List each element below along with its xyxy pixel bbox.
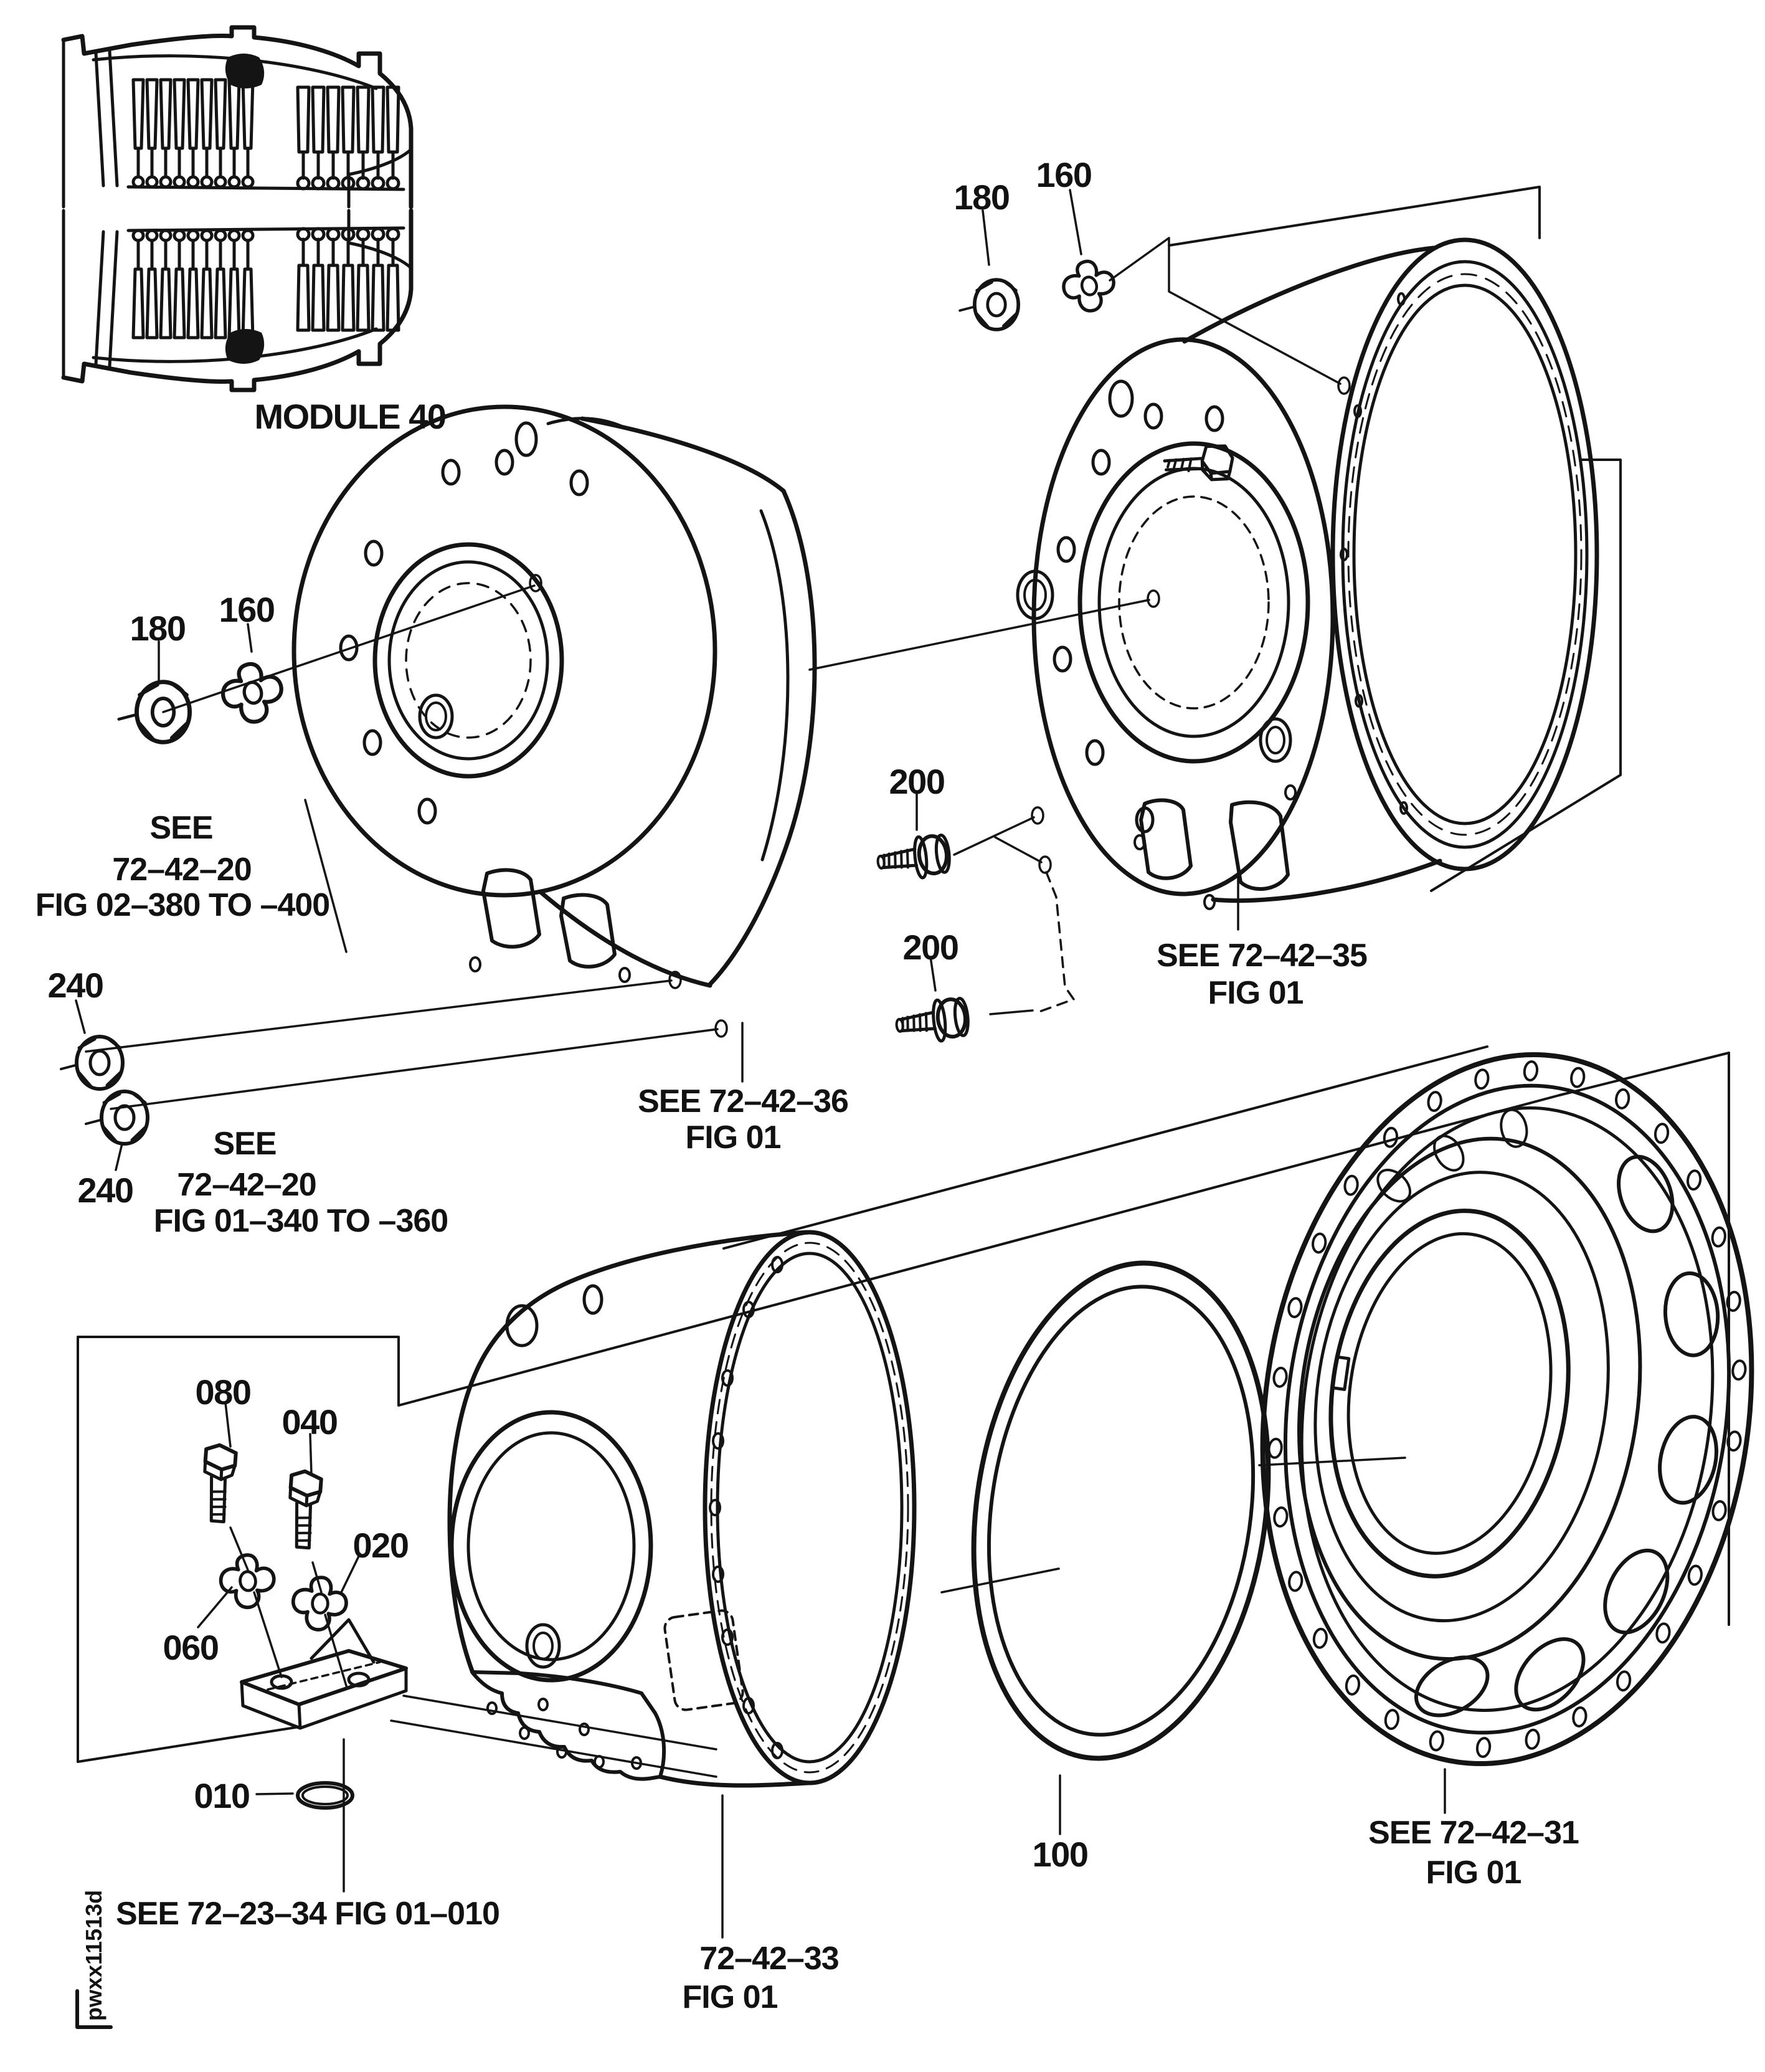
ref-72-42-20-fig02-fig: FIG 02–380 TO –400	[35, 887, 330, 923]
callout-060: 060	[163, 1628, 219, 1667]
bracket-assembly	[240, 1618, 408, 1730]
ref-72-42-20-fig02-num: 72–42–20	[112, 852, 252, 888]
flange-stud-bolt	[1163, 444, 1234, 482]
ref-72-42-20-fig01-see: SEE	[213, 1126, 277, 1162]
callout-020: 020	[353, 1526, 409, 1565]
washer-160-left	[218, 658, 287, 727]
ref-72-42-20-fig01-num: 72–42–20	[177, 1167, 316, 1203]
figure-boundary-lines	[77, 186, 1730, 1763]
case-72-42-33	[447, 1230, 917, 1788]
callout-240-lower: 240	[77, 1171, 134, 1210]
ref-72-42-36: SEE 72–42–36	[638, 1083, 849, 1119]
bolt-080	[194, 1443, 238, 1523]
ref-72-42-35-fig: FIG 01	[1208, 975, 1304, 1011]
washer-160-top	[1059, 257, 1119, 315]
corner-mark	[75, 1989, 113, 2029]
bolt-200-lower	[894, 997, 970, 1046]
nut-180-left	[119, 682, 190, 743]
seal-ring-100	[971, 1260, 1271, 1761]
ref-72-42-20-fig01-fig: FIG 01–340 TO –360	[153, 1203, 448, 1239]
nut-180-top	[960, 280, 1018, 330]
module-label: MODULE 40	[254, 397, 447, 436]
ref-72-42-31: SEE 72–42–31	[1368, 1815, 1579, 1851]
ref-72-42-31-fig: FIG 01	[1426, 1855, 1522, 1891]
callout-040: 040	[282, 1402, 338, 1442]
callout-160-top: 160	[1036, 155, 1092, 194]
case-72-42-36	[291, 404, 817, 988]
callout-200-upper: 200	[889, 762, 945, 801]
bolt-040	[280, 1469, 323, 1549]
ref-72-23-34: SEE 72–23–34 FIG 01–010	[116, 1896, 500, 1932]
callout-180-top: 180	[953, 178, 1010, 217]
ref-72-42-33: 72–42–33	[699, 1941, 839, 1977]
engine-cross-section-icon	[64, 27, 411, 390]
callout-200-lower: 200	[902, 928, 959, 967]
callout-080: 080	[195, 1372, 252, 1412]
ref-72-42-33-fig: FIG 01	[682, 1979, 778, 2015]
bolt-200-upper	[876, 834, 951, 883]
case-72-42-31	[1260, 1052, 1754, 1767]
callout-240-upper: 240	[47, 966, 104, 1005]
ref-72-42-36-fig: FIG 01	[685, 1119, 782, 1156]
callout-180-left: 180	[130, 609, 186, 648]
ref-72-42-35: SEE 72–42–35	[1157, 938, 1368, 974]
case-72-42-35	[1016, 237, 1599, 910]
nut-240-lower	[86, 1091, 148, 1144]
nut-240-upper	[61, 1037, 123, 1089]
ref-72-42-20-fig02-see: SEE	[149, 810, 213, 846]
callout-010: 010	[194, 1776, 250, 1815]
leader-lines	[75, 189, 1446, 1939]
washer-060	[219, 1552, 277, 1610]
watermark-code: pwxx11513d	[81, 1889, 106, 2021]
o-ring-010	[296, 1781, 354, 1810]
callout-160-left: 160	[219, 590, 275, 629]
callout-100: 100	[1032, 1835, 1089, 1874]
